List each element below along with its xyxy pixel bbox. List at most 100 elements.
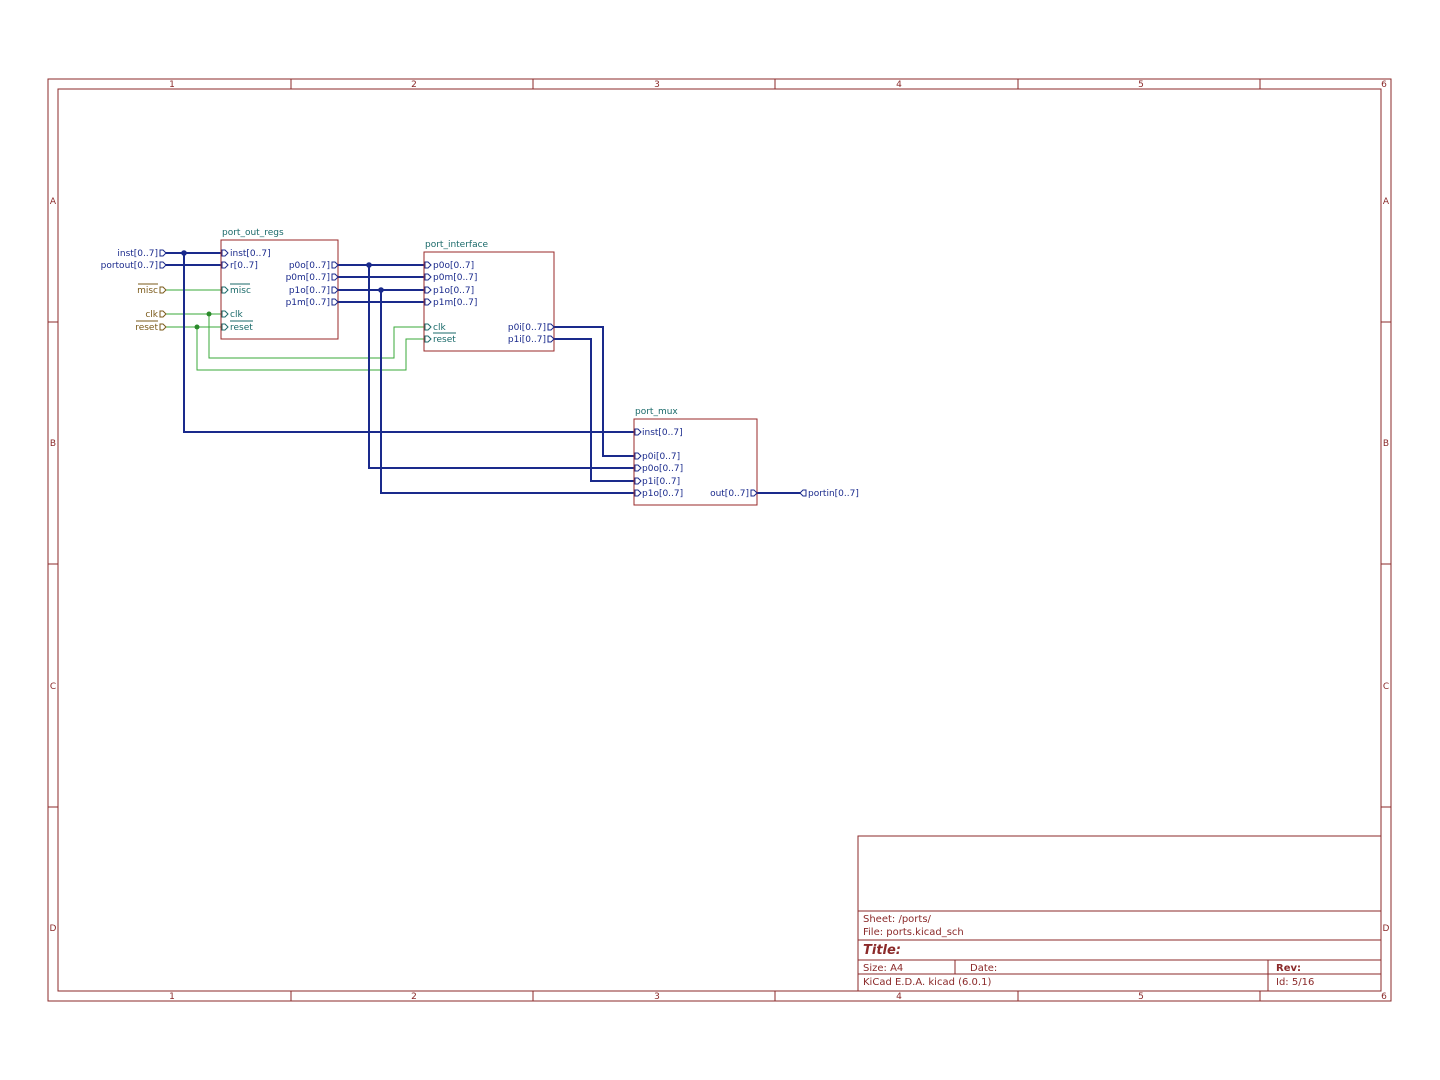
- sheet-pin-arrow-icon: [221, 249, 229, 257]
- sheet-name[interactable]: port_out_regs: [222, 228, 284, 238]
- junctions: [181, 250, 384, 330]
- sheet-pin-arrow-icon: [424, 286, 432, 294]
- sheet-pin-label[interactable]: p0o[0..7]: [642, 464, 683, 474]
- sheet-box[interactable]: [423, 251, 555, 352]
- sheet-pin-label[interactable]: p0o[0..7]: [289, 261, 330, 271]
- bus-p1o-to-mux[interactable]: [380, 290, 636, 494]
- sheet-pin-arrow-icon: [750, 489, 758, 497]
- global-label-arrow-icon: [799, 489, 807, 497]
- wire-reset-to-interface[interactable]: [196, 327, 426, 371]
- signal-wires: [165, 289, 426, 371]
- sheet-pin-label[interactable]: p0m[0..7]: [286, 273, 330, 283]
- bus-p0i[interactable]: [554, 326, 636, 457]
- sheet-pin-arrow-icon: [424, 323, 432, 331]
- global-label-clk[interactable]: clk: [145, 310, 158, 320]
- junction-dot: [366, 262, 372, 268]
- sheet-pin-arrow-icon: [331, 273, 339, 281]
- sheet-pin-label[interactable]: p1o[0..7]: [642, 489, 683, 499]
- sheet-pin-label[interactable]: inst[0..7]: [642, 428, 683, 438]
- sheet-pin-label[interactable]: p1o[0..7]: [289, 286, 330, 296]
- sheet-pin-label[interactable]: reset: [433, 335, 456, 345]
- sheet-pin-arrow-icon: [424, 298, 432, 306]
- global-labels: inst[0..7] portout[0..7] misc clk reset: [101, 249, 167, 333]
- col-label-top: 5: [1138, 80, 1144, 90]
- title-block-file: File: ports.kicad_sch: [863, 927, 964, 938]
- sheet-pin-label[interactable]: p1o[0..7]: [433, 286, 474, 296]
- sheet-pin-arrow-icon: [221, 310, 229, 318]
- inner-frame: [57, 88, 1382, 992]
- col-label-bottom: 6: [1381, 992, 1387, 1002]
- title-block-tool: KiCad E.D.A. kicad (6.0.1): [863, 977, 991, 988]
- title-block-title: Title:: [863, 943, 901, 958]
- sheet-pin-arrow-icon: [331, 261, 339, 269]
- title-block-size: Size: A4: [863, 963, 903, 974]
- sheet-pin-label[interactable]: p0i[0..7]: [508, 323, 546, 333]
- row-label-left: A: [50, 197, 57, 207]
- sheet-pin-arrow-icon: [634, 428, 642, 436]
- row-label-right: B: [1383, 439, 1389, 449]
- sheet-name[interactable]: port_interface: [425, 240, 489, 250]
- row-label-right: D: [1383, 924, 1390, 934]
- col-label-bottom: 3: [654, 992, 660, 1002]
- global-label-arrow-icon: [159, 310, 167, 318]
- sheet-name[interactable]: port_mux: [635, 407, 678, 417]
- junction-dot: [194, 324, 200, 330]
- bus-p1i[interactable]: [554, 338, 636, 482]
- title-block: Sheet: /ports/ File: ports.kicad_sch Tit…: [857, 835, 1382, 992]
- sheet-pin-label[interactable]: p1i[0..7]: [642, 477, 680, 487]
- sheet-pin-label[interactable]: p0i[0..7]: [642, 452, 680, 462]
- title-block-frame: [857, 835, 1382, 992]
- sheet-pin-label[interactable]: p1i[0..7]: [508, 335, 546, 345]
- col-label-top: 2: [411, 80, 417, 90]
- drawing-border: 1 2 3 4 5 6 1 2 3 4 5 6 A B C D A B C D: [47, 78, 1392, 1002]
- col-label-top: 3: [654, 80, 660, 90]
- sheet-pin-arrow-icon: [331, 286, 339, 294]
- col-label-top: 6: [1381, 80, 1387, 90]
- bus-p0o-to-mux[interactable]: [368, 265, 636, 469]
- title-block-rev: Rev:: [1276, 963, 1301, 974]
- sheet-pin-label[interactable]: r[0..7]: [230, 261, 258, 271]
- global-label-portout[interactable]: portout[0..7]: [101, 261, 158, 271]
- sheet-pin-label[interactable]: p0o[0..7]: [433, 261, 474, 271]
- sheet-pin-label[interactable]: inst[0..7]: [230, 249, 271, 259]
- row-label-left: D: [50, 924, 57, 934]
- sheet-pin-label[interactable]: p1m[0..7]: [286, 298, 330, 308]
- col-label-bottom: 5: [1138, 992, 1144, 1002]
- sheet-pin-arrow-icon: [221, 286, 229, 294]
- sheet-pin-arrow-icon: [424, 273, 432, 281]
- bus-inst-to-mux[interactable]: [183, 253, 636, 433]
- title-block-sheet: Sheet: /ports/: [863, 914, 932, 925]
- sheet-pin-arrow-icon: [424, 261, 432, 269]
- sheet-port-mux[interactable]: port_mux inst[0..7] p0i[0..7] p0o[0..7] …: [633, 407, 758, 506]
- col-label-top: 1: [169, 80, 175, 90]
- global-label-arrow-icon: [159, 323, 167, 331]
- sheet-pin-label[interactable]: p1m[0..7]: [433, 298, 477, 308]
- sheet-pin-label[interactable]: out[0..7]: [710, 489, 749, 499]
- col-label-top: 4: [896, 80, 902, 90]
- sheet-pin-label[interactable]: reset: [230, 323, 253, 333]
- sheet-pin-arrow-icon: [634, 477, 642, 485]
- sheet-box[interactable]: [633, 418, 758, 506]
- sheet-port-interface[interactable]: port_interface p0o[0..7] p0m[0..7] p1o[0…: [423, 240, 555, 352]
- sheet-pin-arrow-icon: [634, 452, 642, 460]
- buses: [165, 252, 803, 494]
- col-label-bottom: 2: [411, 992, 417, 1002]
- sheet-pin-label[interactable]: clk: [433, 323, 446, 333]
- global-label-inst[interactable]: inst[0..7]: [117, 249, 158, 259]
- sheet-pin-arrow-icon: [221, 323, 229, 331]
- global-label-misc[interactable]: misc: [137, 286, 158, 296]
- global-label-arrow-icon: [159, 249, 167, 257]
- sheet-pin-label[interactable]: clk: [230, 310, 243, 320]
- sheet-pin-arrow-icon: [424, 335, 432, 343]
- global-label-reset[interactable]: reset: [135, 323, 158, 333]
- global-label-arrow-icon: [159, 261, 167, 269]
- sheet-pin-label[interactable]: p0m[0..7]: [433, 273, 477, 283]
- global-label-arrow-icon: [159, 286, 167, 294]
- wire-clk-to-interface[interactable]: [208, 314, 426, 359]
- row-label-left: C: [50, 682, 56, 692]
- sheet-pin-label[interactable]: misc: [230, 286, 251, 296]
- sheet-port-out-regs[interactable]: port_out_regs inst[0..7] r[0..7] misc cl…: [220, 228, 339, 340]
- row-label-right: C: [1383, 682, 1389, 692]
- global-label-portin[interactable]: portin[0..7]: [808, 489, 859, 499]
